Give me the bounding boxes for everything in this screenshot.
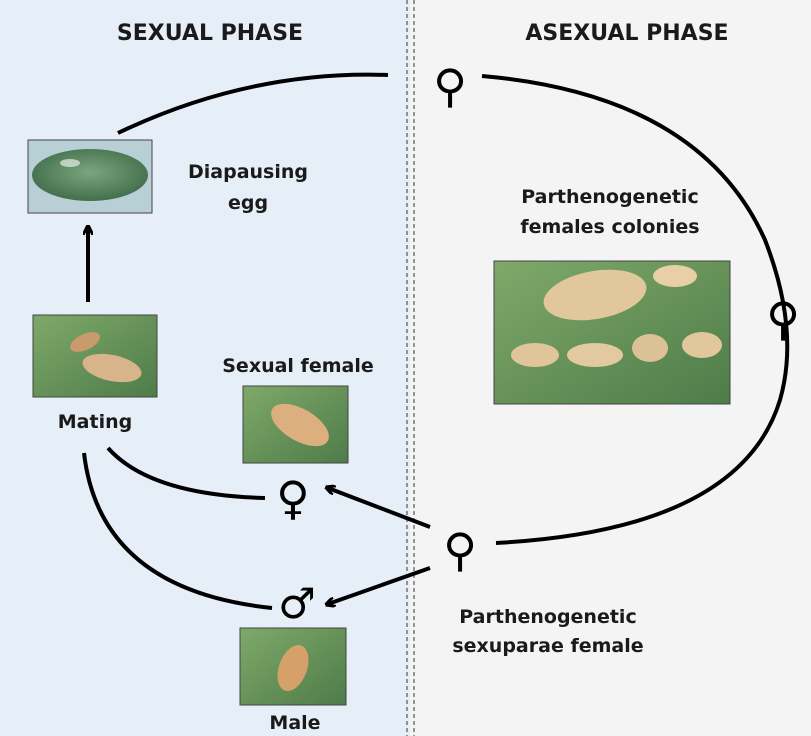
sexuparae-to-female-arrow	[328, 488, 430, 527]
sexuparae-to-male-arrow	[328, 568, 430, 604]
colonies-photo	[494, 261, 730, 404]
male-symbol: ♂	[278, 579, 316, 628]
egg-photo	[28, 140, 152, 213]
male-to-mating-curve	[84, 453, 272, 608]
male-photo	[240, 628, 346, 705]
sexuparae-label-line2: sexuparae female	[452, 635, 643, 657]
parthenogenetic-female-symbol-top: ⚲	[433, 59, 467, 113]
parthenogenetic-female-symbol-sexuparae: ⚲	[443, 523, 477, 577]
female-to-mating-curve	[108, 448, 265, 498]
female-symbol: ♀	[276, 471, 310, 525]
sexuparae-label-line1: Parthenogenetic	[459, 606, 636, 628]
sexual-female-photo	[243, 386, 348, 463]
colonies-label-line1: Parthenogenetic	[521, 186, 698, 208]
colonies-label-line2: females colonies	[520, 216, 699, 238]
male-label: Male	[269, 712, 320, 734]
sexual-female-label: Sexual female	[222, 355, 373, 377]
egg-to-colonies-curve	[118, 75, 388, 133]
parthenogenetic-female-symbol-right: ⚲	[766, 292, 800, 346]
mating-label: Mating	[58, 411, 132, 433]
egg-label-line2: egg	[228, 192, 268, 214]
mating-photo	[33, 315, 157, 397]
sexual-phase-title: SEXUAL PHASE	[117, 21, 303, 46]
asexual-phase-title: ASEXUAL PHASE	[525, 21, 728, 46]
egg-label-line1: Diapausing	[188, 161, 308, 183]
